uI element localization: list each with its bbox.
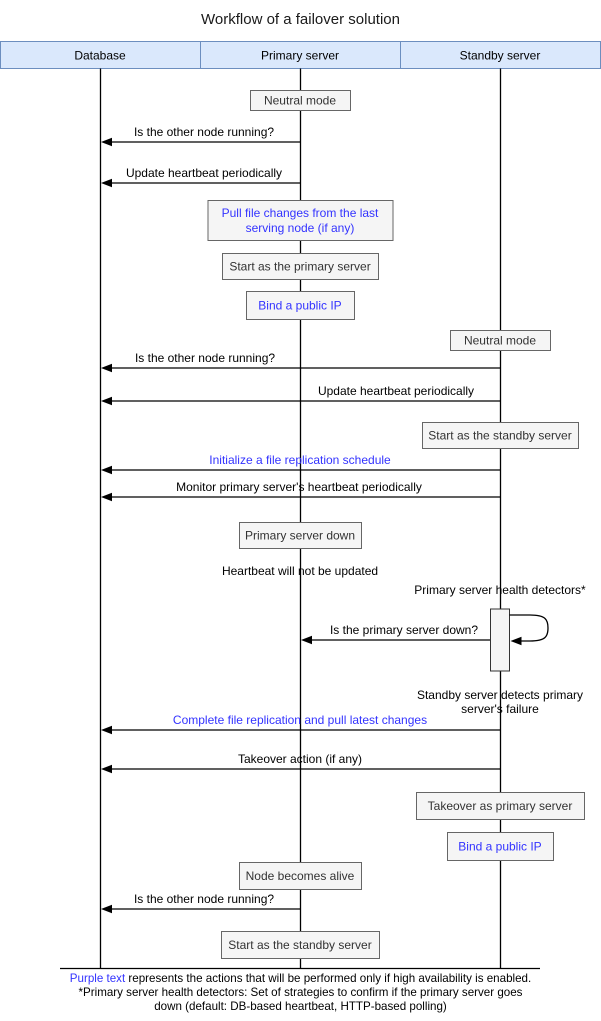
message-complete-file-replication-and-pull-latest-changes <box>101 725 500 735</box>
activity-box-bind-a-public-ip <box>246 291 355 320</box>
message-is-the-other-node-running <box>101 137 300 147</box>
message-is-the-primary-server-down <box>301 635 490 645</box>
message-arrowhead <box>101 725 112 735</box>
message-arrowhead <box>101 363 112 373</box>
message-label-update-heartbeat-periodically: Update heartbeat periodically <box>318 384 474 398</box>
activity-box-label-bind-a-public-ip: Bind a public IP <box>458 840 541 854</box>
activity-box-label-primary-server-down: Primary server down <box>245 529 355 543</box>
footer-line-2: *Primary server health detectors: Set of… <box>78 986 523 999</box>
footer-line-1-rest: represents the actions that will be perf… <box>125 972 532 985</box>
message-update-heartbeat-periodically <box>101 178 300 188</box>
activity-box-start-as-the-standby-server <box>221 931 380 959</box>
message-arrowhead <box>101 396 112 406</box>
activity-box-label-start-as-the-primary-server: Start as the primary server <box>229 260 370 274</box>
message-initialize-a-file-replication-schedule <box>101 465 500 475</box>
activity-box-label-start-as-the-standby-server: Start as the standby server <box>228 938 371 952</box>
activity-box-bind-a-public-ip <box>447 832 554 861</box>
message-label-is-the-other-node-running: Is the other node running? <box>134 125 274 139</box>
self-loop-arrow <box>509 614 549 642</box>
message-is-the-other-node-running <box>101 904 300 914</box>
activity-box-primary-server-down <box>239 522 362 549</box>
activity-box-label-takeover-as-primary-server: Takeover as primary server <box>428 799 573 813</box>
activity-box-label-pull-file-changes-from-the-last: Pull file changes from the last <box>222 206 379 220</box>
footer-purple-text: Purple text <box>69 972 126 985</box>
actor-label-standby-server: Standby server <box>460 49 541 63</box>
message-label-is-the-other-node-running: Is the other node running? <box>135 351 275 365</box>
activity-box-pull-file-changes-from-the-last-serving-node-if-any <box>207 200 394 241</box>
activity-box-label-bind-a-public-ip: Bind a public IP <box>258 299 341 313</box>
message-is-the-other-node-running <box>101 363 500 373</box>
message-label-update-heartbeat-periodically: Update heartbeat periodically <box>126 166 282 180</box>
footer-line-3: down (default: DB-based heartbeat, HTTP-… <box>154 1000 447 1013</box>
activity-box-label-neutral-mode: Neutral mode <box>264 94 336 108</box>
message-arrowhead <box>101 178 112 188</box>
message-arrowhead <box>101 465 112 475</box>
message-takeover-action-if-any <box>101 764 500 774</box>
message-label-takeover-action-if-any: Takeover action (if any) <box>238 752 362 766</box>
note-primary-server-health-detectors: Primary server health detectors* <box>414 583 586 597</box>
message-monitor-primary-server-s-heartbeat-periodically <box>101 492 500 502</box>
self-loop-arrowhead <box>510 636 522 646</box>
activity-box-takeover-as-primary-server <box>416 792 585 820</box>
message-arrowhead <box>301 635 312 645</box>
activity-box-start-as-the-primary-server <box>222 253 379 280</box>
activity-box-label-serving-node-if-any: serving node (if any) <box>246 221 355 235</box>
activity-box-label-start-as-the-standby-server: Start as the standby server <box>428 429 571 443</box>
note-heartbeat-will-not-be-updated: Heartbeat will not be updated <box>222 564 378 578</box>
message-label-initialize-a-file-replication-schedule: Initialize a file replication schedule <box>209 453 391 467</box>
message-arrowhead <box>101 764 112 774</box>
activity-box-node-becomes-alive <box>239 862 362 890</box>
message-label-complete-file-replication-and-pull-latest-changes: Complete file replication and pull lates… <box>173 713 427 727</box>
note-standby-server-detects-primary: Standby server detects primary <box>417 688 583 702</box>
activity-box-start-as-the-standby-server <box>422 422 579 449</box>
footer-note: Purple text represents the actions that … <box>0 972 601 1014</box>
activation-bar <box>490 608 510 672</box>
message-label-is-the-other-node-running: Is the other node running? <box>134 892 274 906</box>
message-label-monitor-primary-server-s-heartbeat-periodically: Monitor primary server's heartbeat perio… <box>176 480 422 494</box>
actor-label-primary-server: Primary server <box>261 49 339 63</box>
activity-box-label-node-becomes-alive: Node becomes alive <box>246 869 355 883</box>
activity-box-neutral-mode <box>450 330 551 351</box>
message-arrowhead <box>101 137 112 147</box>
activity-box-label-neutral-mode: Neutral mode <box>464 334 536 348</box>
message-update-heartbeat-periodically <box>101 396 500 406</box>
message-arrowhead <box>101 492 112 502</box>
message-label-is-the-primary-server-down: Is the primary server down? <box>330 623 478 637</box>
diagram-title: Workflow of a failover solution <box>201 11 400 28</box>
note-server-s-failure: server's failure <box>461 702 539 716</box>
message-arrowhead <box>101 904 112 914</box>
activity-box-neutral-mode <box>250 90 351 111</box>
footer-line-1: Purple text represents the actions that … <box>0 972 601 986</box>
actor-label-database: Database <box>74 49 126 63</box>
